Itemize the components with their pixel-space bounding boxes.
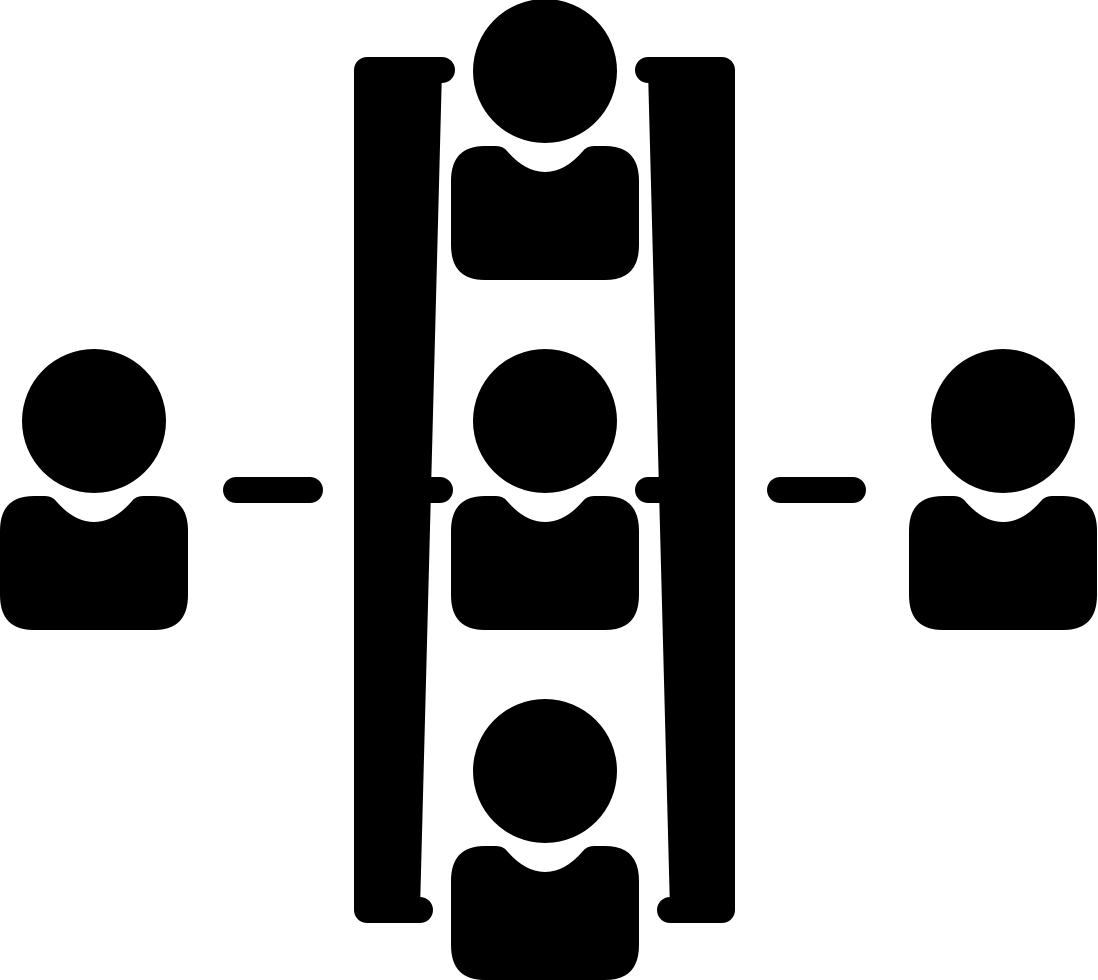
user-icon-left	[0, 349, 188, 630]
user-icon-center-top	[451, 0, 639, 280]
user-icon-right	[909, 349, 1097, 630]
connector-lines	[223, 57, 866, 923]
user-icon-center-middle	[451, 349, 639, 630]
user-icon-center-bottom	[451, 699, 639, 980]
